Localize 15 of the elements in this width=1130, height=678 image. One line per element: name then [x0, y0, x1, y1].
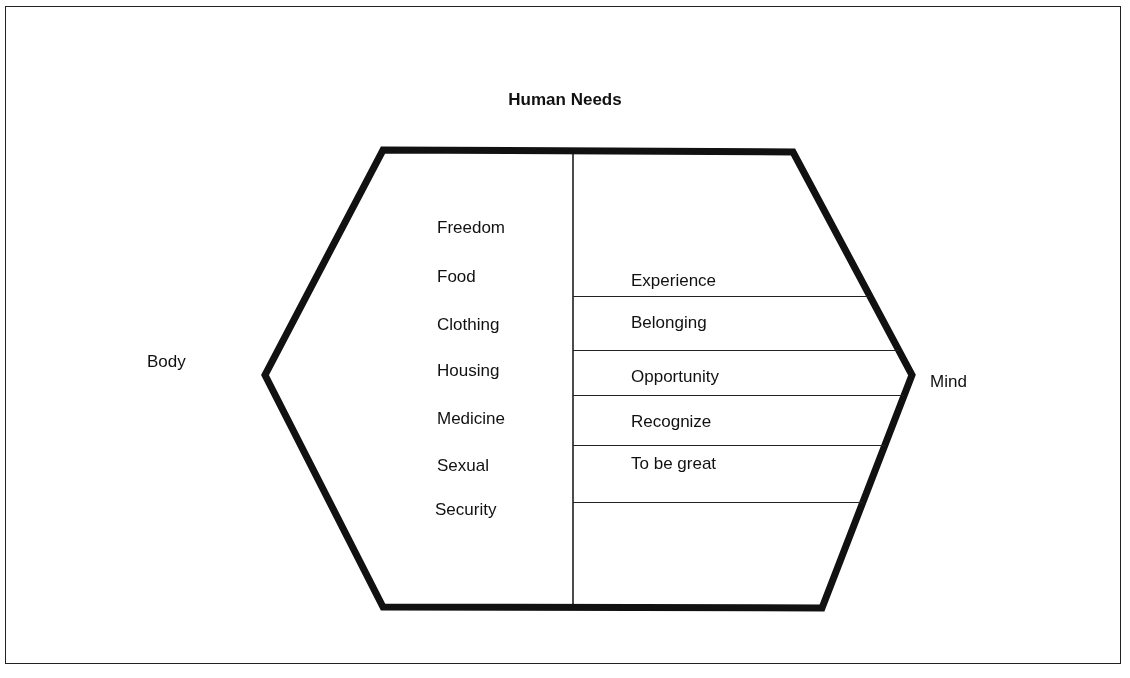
side-label: Mind	[930, 372, 967, 392]
list-row: To be great	[573, 446, 863, 503]
list-item: Housing	[437, 361, 500, 381]
side-label: Body	[147, 352, 186, 372]
list-item: Clothing	[437, 315, 500, 335]
list-row: Experience	[573, 255, 871, 297]
list-row: Opportunity	[573, 351, 904, 396]
list-row: Recognize	[573, 396, 885, 446]
list-item: Sexual	[437, 456, 489, 476]
diagram-title: Human Needs	[507, 90, 623, 110]
list-item: Security	[435, 500, 497, 520]
list-item: Freedom	[437, 218, 506, 238]
list-row: Belonging	[573, 297, 900, 351]
list-item: Food	[437, 267, 476, 287]
list-item: Medicine	[437, 409, 506, 429]
